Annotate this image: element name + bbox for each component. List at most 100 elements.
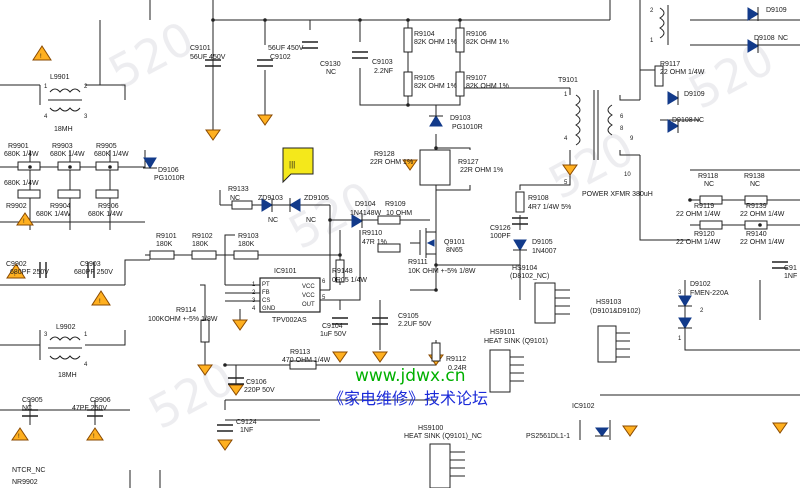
label-t9101-val: POWER XFMR 380uH: [582, 191, 653, 198]
label-c9101-val: 56UF 450V: [190, 54, 226, 61]
label-d9103-ref: D9103: [450, 115, 471, 122]
label-r9104-ref: R9104: [414, 31, 435, 38]
warning-icon: [11, 427, 29, 441]
top-right-pin: 2: [650, 8, 654, 14]
warning-mark: !: [40, 54, 42, 60]
label-c9106-ref: C9106: [246, 379, 267, 386]
warning-icon: [86, 427, 104, 441]
ground-icon: [372, 351, 388, 363]
label-c9105-val: 2.2UF 50V: [398, 321, 432, 328]
label-l9901-ref: L9901: [50, 74, 70, 81]
label-r9148-val: 0R05 1/4W: [332, 277, 367, 284]
watermark-forum: 《家电维修》技术论坛: [328, 389, 488, 408]
ic9101-pinnum-2: 2: [252, 290, 256, 296]
label-c9903-val: 680PF 250V: [74, 269, 113, 276]
label-c9103-ref: C9103: [372, 59, 393, 66]
heat-sink-hs9103: [597, 325, 617, 363]
label-c91x-ref: C91: [784, 265, 797, 272]
ground-icon: [205, 129, 221, 141]
label-r9127-ref: R9127: [458, 159, 479, 166]
d9102-pin: 1: [678, 336, 682, 342]
label-r9109-ref: R9109: [385, 201, 406, 208]
label-d9105-ref: D9105: [532, 239, 553, 246]
ic9101-pin-out: OUT: [302, 302, 315, 308]
label-r9905-val: 680K 1/4W: [94, 151, 129, 158]
ghost-watermark: 520: [140, 351, 243, 440]
label-q9101-ref: Q9101: [444, 239, 465, 246]
ic9101-pinnum-3: 3: [252, 298, 256, 304]
label-r9105-val: 82K OHM 1%: [414, 83, 457, 90]
label-r9906-val: 680K 1/4W: [88, 211, 123, 218]
t9101-pin: 10: [624, 172, 631, 178]
label-c91x-val: 1NF: [784, 273, 797, 280]
ground-icon: [257, 114, 273, 126]
top-right-pin: 1: [650, 38, 654, 44]
ic9101-pinnum-1: 1: [252, 282, 256, 288]
label-hs9101-val: HEAT SINK (Q9101): [484, 338, 548, 345]
ground-icon: [197, 364, 213, 376]
ic9101-pin-cs: CS: [262, 298, 270, 304]
label-c9126-ref: C9126: [490, 225, 511, 232]
label-c9902-ref: C9902: [6, 261, 27, 268]
ic9101-pin-vcc2: VCC: [302, 293, 315, 299]
label-r9106-val: 82K OHM 1%: [466, 39, 509, 46]
label-d9108b-val: NC: [694, 117, 704, 124]
l9901-pin: 2: [84, 84, 88, 90]
label-zd9105-ref: ZD9105: [304, 195, 329, 202]
label-r9139-val: 22 OHM 1/4W: [740, 211, 785, 218]
label-r9120-ref: R9120: [694, 231, 715, 238]
label-l9902-val: 18MH: [58, 372, 77, 379]
label-c9905-ref: C9905: [22, 397, 43, 404]
ic9101-body: [259, 277, 321, 313]
ic9101-pinnum-4: 4: [252, 306, 256, 312]
heat-sink-hs9100: [429, 443, 451, 488]
label-hs9100-val: HEAT SINK (Q9101)_NC: [404, 433, 482, 440]
t9101-pin: 1: [564, 92, 568, 98]
ic9101-part: TPV002AS: [272, 317, 307, 324]
label-r9117-val: 22 OHM 1/4W: [660, 69, 705, 76]
label-r9101-ref: R9101: [156, 233, 177, 240]
label-r9902-ref: R9902: [6, 203, 27, 210]
label-c9103-val: 2.2NF: [374, 68, 393, 75]
note-icon[interactable]: [282, 147, 314, 184]
label-r9107-val: 82K OHM 1%: [466, 83, 509, 90]
label-r9906-ref: R9906: [98, 203, 119, 210]
label-r9114-val: 100KOHM +-5% 1/8W: [148, 316, 218, 323]
label-d9109a-ref: D9109: [766, 7, 787, 14]
label-c9101-ref: C9101: [190, 45, 211, 52]
label-r9904-ref: R9904: [50, 203, 71, 210]
ground-icon: [228, 384, 244, 396]
ic9101-pin-vcc1: VCC: [302, 284, 315, 290]
label-ic9102-ref: IC9102: [572, 403, 595, 410]
label-r9138-ref: R9138: [744, 173, 765, 180]
label-r9108-val: 4R7 1/4W 5%: [528, 204, 571, 211]
label-r9106-ref: R9106: [466, 31, 487, 38]
label-r9110-val: 47R 1%: [362, 239, 387, 246]
label-r9110-ref: R9110: [362, 230, 382, 237]
label-r9118-ref: R9118: [698, 173, 718, 180]
label-c9130-ref: C9130: [320, 61, 341, 68]
label-r9103-ref: R9103: [238, 233, 259, 240]
label-r9127-val: 22R OHM 1%: [460, 167, 503, 174]
label-r9104-val: 82K OHM 1%: [414, 39, 457, 46]
label-r9111-ref: R9111: [408, 259, 428, 266]
label-r9105-ref: R9105: [414, 75, 435, 82]
ic9101-pin-gnd: GND: [262, 306, 276, 312]
label-d9106-ref: D9106: [158, 167, 179, 174]
label-ntcr: NTCR_NC: [12, 467, 45, 474]
label-c9906-val: 47PF 250V: [72, 405, 107, 412]
label-r9119-ref: R9119: [694, 203, 714, 210]
label-hs9103-val: (D9101&D9102): [590, 308, 641, 315]
warning-mark: !: [18, 434, 20, 440]
label-d9103-val: PG1010R: [452, 124, 483, 131]
warning-icon: [16, 212, 34, 226]
ground-icon: [217, 439, 233, 451]
d9102-pin: 2: [700, 308, 704, 314]
label-r9901-val: 680K 1/4W: [4, 151, 39, 158]
d9102-pin: 3: [678, 290, 682, 296]
label-r9903-ref: R9903: [52, 143, 73, 150]
l9901-pin: 3: [84, 114, 88, 120]
label-r9904-val: 680K 1/4W: [36, 211, 71, 218]
label-d9104-ref: D9104: [355, 201, 376, 208]
t9101-pin: 5: [564, 180, 568, 186]
